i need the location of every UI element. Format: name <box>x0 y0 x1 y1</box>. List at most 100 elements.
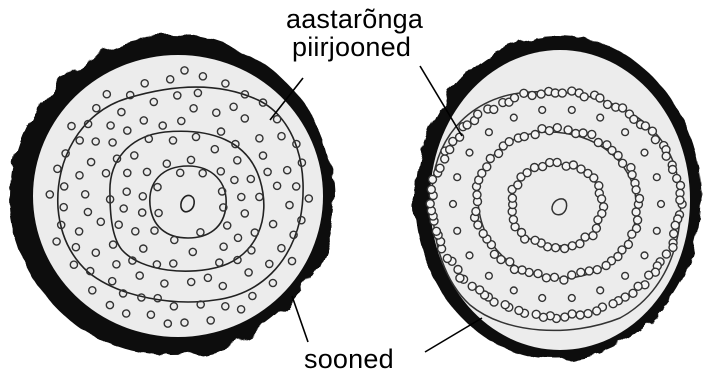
vessel-dot <box>632 186 640 194</box>
label-vessels: sooned <box>304 346 394 373</box>
vessel-dot <box>474 110 482 118</box>
vessel-dot <box>609 300 617 308</box>
vessel-dot <box>456 274 464 282</box>
vessel-dot <box>528 91 536 99</box>
vessel-dot <box>669 166 677 174</box>
vessel-dot <box>510 287 517 294</box>
vessel-dot <box>662 152 670 160</box>
vessel-dot <box>641 122 649 130</box>
vessel-dot <box>595 182 603 190</box>
vessel-dot <box>552 244 560 252</box>
vessel-dot <box>542 274 550 282</box>
vessel-dot <box>456 133 464 141</box>
vessel-dot <box>534 270 542 278</box>
vessel-dot <box>539 107 546 114</box>
vessel-dot <box>564 126 572 134</box>
vessel-dot <box>568 271 576 279</box>
vessel-dot <box>468 282 476 290</box>
vessel-dot <box>505 138 513 146</box>
vessel-dot <box>629 289 637 297</box>
vessel-dot <box>531 236 539 244</box>
vessel-dot <box>561 245 569 253</box>
vessel-dot <box>569 161 577 169</box>
vessel-dot <box>597 287 604 294</box>
vessel-dot <box>590 174 598 182</box>
vessel-dot <box>588 130 596 138</box>
vessel-dot <box>514 181 522 189</box>
vessel-dot <box>466 149 473 156</box>
vessel-dot <box>490 105 498 113</box>
vessel-dot <box>560 276 568 284</box>
vessel-dot <box>622 272 629 279</box>
vessel-dot <box>490 250 498 258</box>
vessel-dot <box>568 242 576 250</box>
right-cross-section <box>415 36 701 360</box>
vessel-dot <box>509 216 517 224</box>
vessel-dot <box>579 129 587 137</box>
vessel-dot <box>450 201 457 208</box>
vessel-dot <box>501 301 509 309</box>
vessel-dot <box>473 191 481 199</box>
vessel-dot <box>614 152 622 160</box>
vessel-dot <box>622 129 629 136</box>
vessel-dot <box>532 310 540 318</box>
vessel-dot <box>597 114 604 121</box>
leader-line-vessels-right <box>425 318 482 352</box>
label-ring-boundaries-line2: piirjooned <box>292 34 411 61</box>
vessel-dot <box>677 182 685 190</box>
vessel-dot <box>596 94 604 102</box>
vessel-dot <box>645 271 653 279</box>
vessel-dot <box>634 282 642 290</box>
vessel-dot <box>520 89 528 97</box>
vessel-dot <box>619 104 627 112</box>
vessel-dot <box>628 171 636 179</box>
vessel-dot <box>658 201 665 208</box>
vessel-dot <box>486 129 493 136</box>
vessel-dot <box>594 139 602 147</box>
vessel-dot <box>476 286 484 294</box>
vessel-dot <box>510 114 517 121</box>
vessel-dot <box>577 268 585 276</box>
leader-line-vessels-left <box>292 296 308 342</box>
vessel-dot <box>598 195 606 203</box>
vessel-dot <box>506 258 514 266</box>
vessel-dot <box>636 195 644 203</box>
vessel-dot <box>561 313 569 321</box>
vessel-dot <box>511 94 519 102</box>
vessel-dot <box>432 227 440 235</box>
vessel-dot <box>580 93 588 101</box>
vessel-dot <box>515 306 523 314</box>
vessel-dot <box>520 133 528 141</box>
vessel-dot <box>641 149 648 156</box>
vessel-dot <box>593 266 601 274</box>
vessel-dot <box>551 273 559 281</box>
vessel-dot <box>441 155 449 163</box>
vessel-dot <box>585 267 593 275</box>
vessel-dot <box>510 265 518 273</box>
vessel-dot <box>553 124 561 132</box>
vessel-dot <box>531 131 539 139</box>
vessel-dot <box>454 227 461 234</box>
left-cross-section <box>10 36 334 356</box>
vessel-dot <box>454 266 462 274</box>
vessel-dot <box>479 230 487 238</box>
vessel-dot <box>619 159 627 167</box>
vessel-dot <box>568 295 575 302</box>
vessel-dot <box>671 221 679 229</box>
vessel-dot <box>593 307 601 315</box>
vessel-dot <box>634 216 642 224</box>
vessel-dot <box>466 252 473 259</box>
vessel-dot <box>584 310 592 318</box>
vessel-dot <box>545 127 553 135</box>
vessel-dot <box>568 107 575 114</box>
vessel-dot <box>676 196 684 204</box>
vessel-dot <box>651 136 659 144</box>
vessel-dot <box>589 232 597 240</box>
vessel-dot <box>486 272 493 279</box>
vessel-dot <box>576 240 584 248</box>
vessel-dot <box>508 194 516 202</box>
vessel-dot <box>670 230 678 238</box>
vessel-dot <box>436 164 444 172</box>
vessel-dot <box>653 174 660 181</box>
vessel-dot <box>539 295 546 302</box>
